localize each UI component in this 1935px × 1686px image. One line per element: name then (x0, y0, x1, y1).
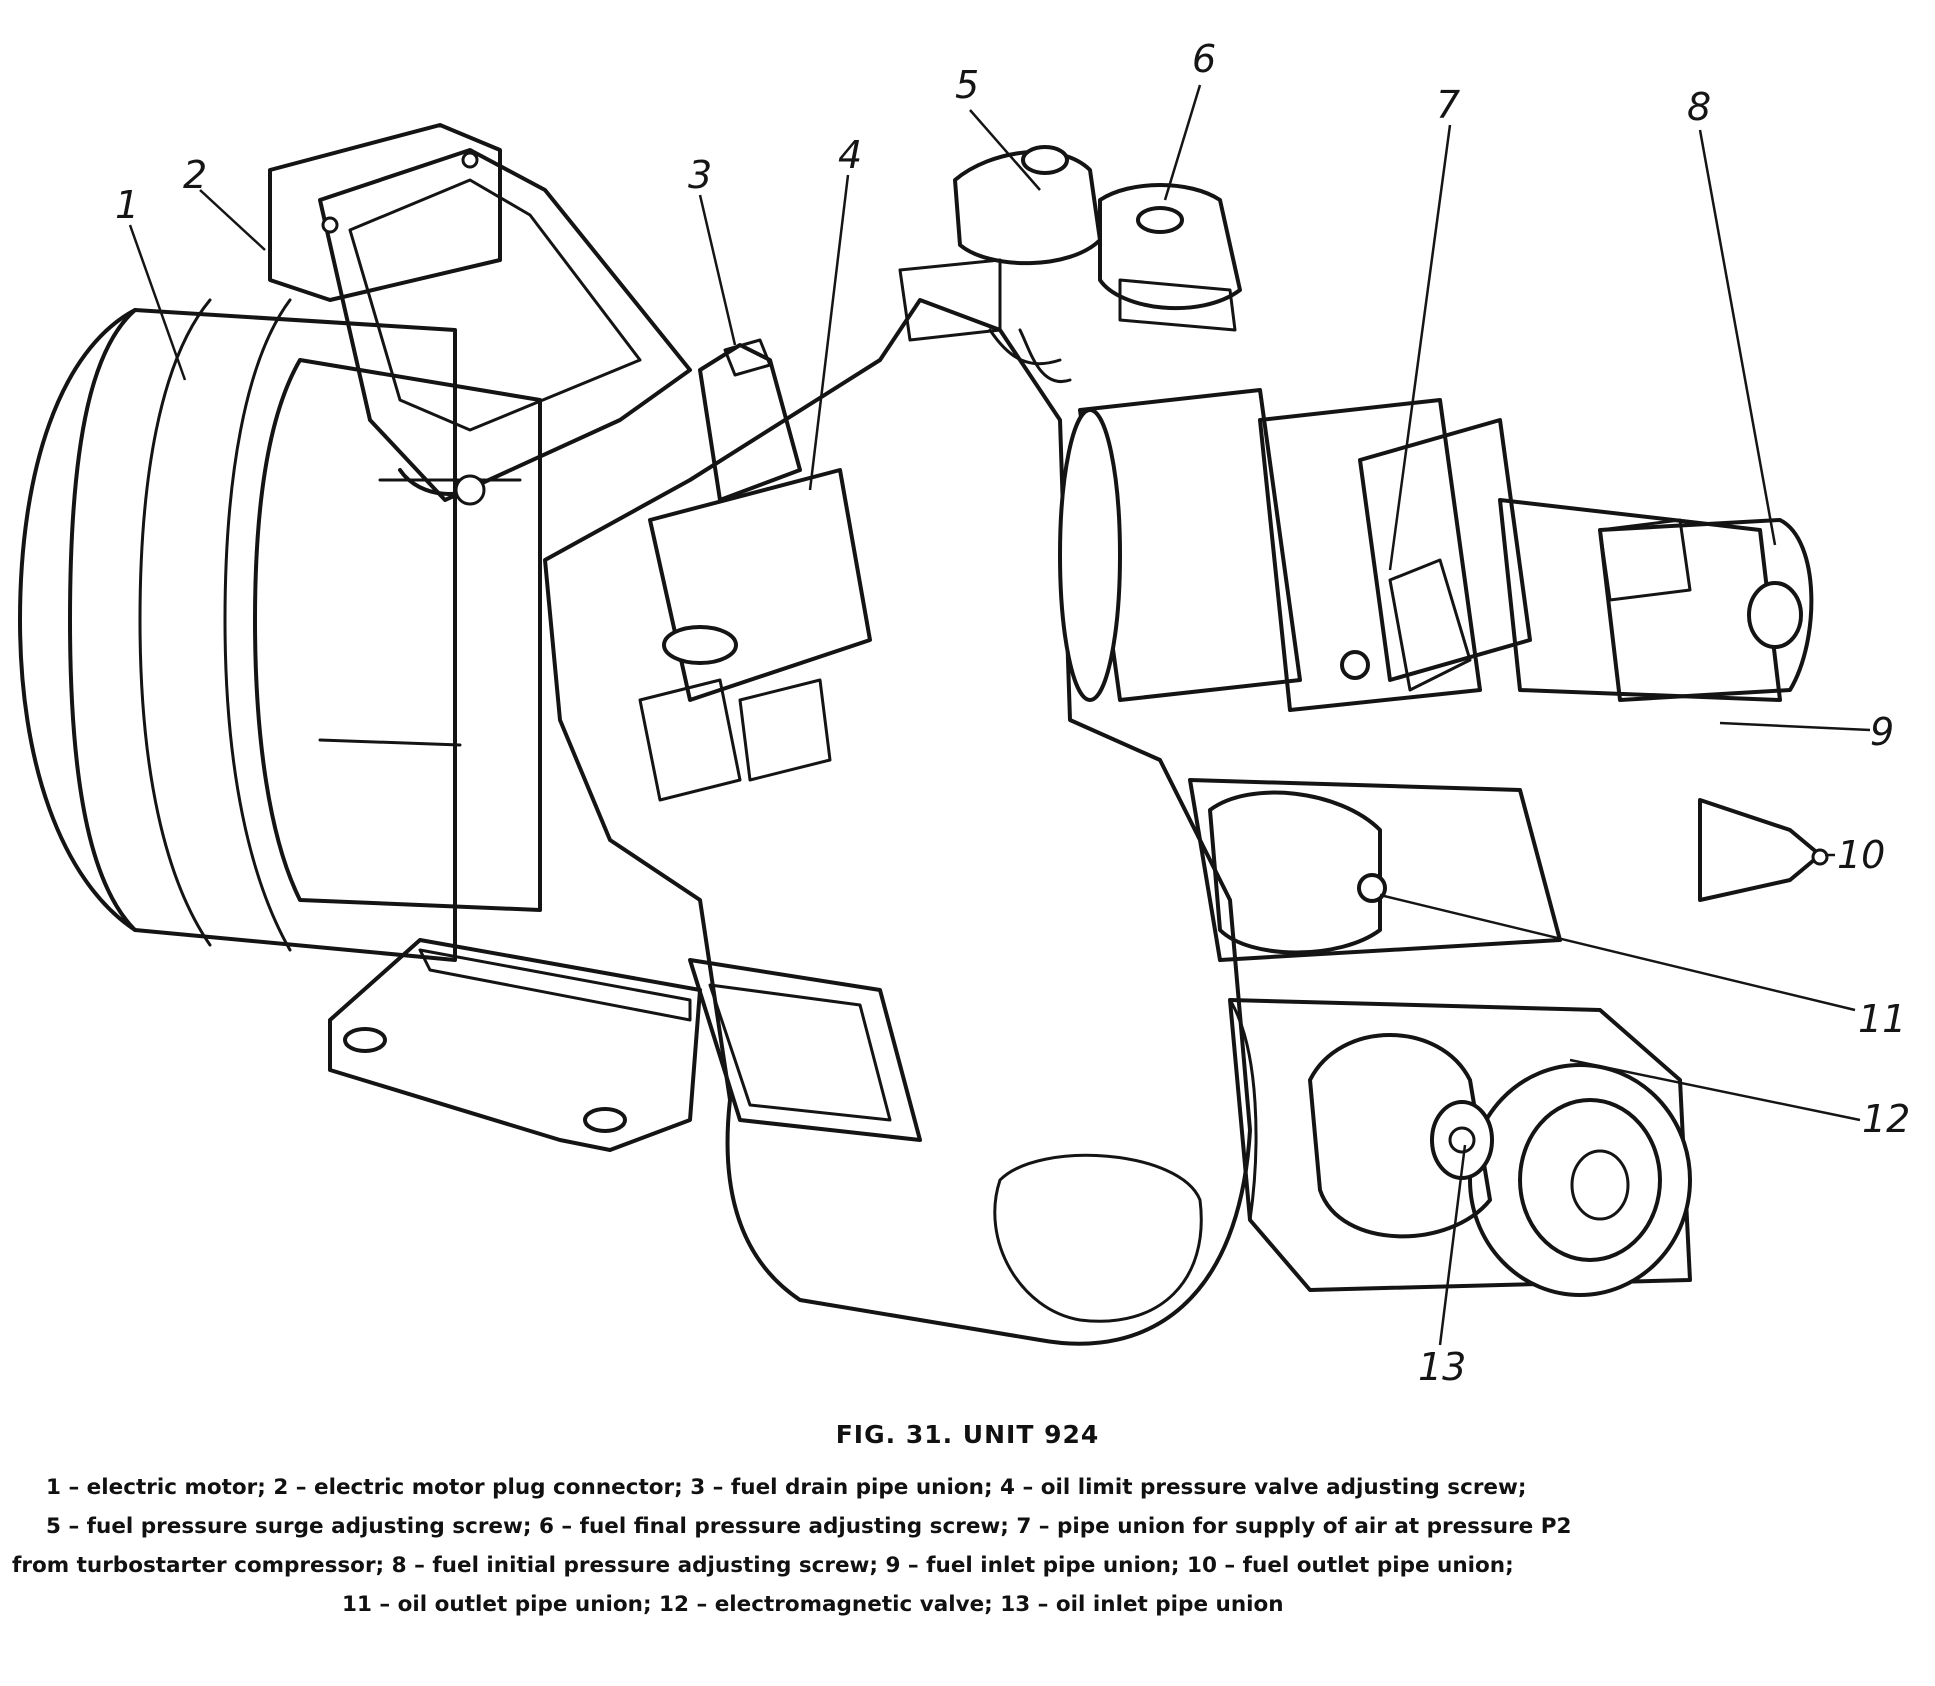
leader-7 (1388, 124, 1452, 571)
legend-line-1: 1 – electric motor; 2 – electric motor p… (46, 1475, 1527, 1500)
callout-5: 5 (955, 63, 979, 107)
callout-4: 4 (838, 133, 862, 177)
callout-1: 1 (115, 183, 139, 227)
lower-unions (1188, 778, 1829, 1297)
top-adjusting-screws (898, 145, 1242, 384)
callout-3: 3 (688, 153, 712, 197)
callout-13: 13 (1418, 1345, 1466, 1389)
callout-8: 8 (1687, 85, 1711, 129)
callout-6: 6 (1192, 37, 1216, 81)
leader-lines (128, 84, 1871, 1346)
leader-11 (1379, 893, 1856, 1012)
plug-connector (268, 123, 692, 506)
leader-12 (1569, 1058, 1861, 1122)
callout-numbers: 1 2 3 4 5 6 7 8 9 10 11 12 13 (115, 37, 1910, 1389)
legend-line-2: 5 – fuel pressure surge adjusting screw;… (46, 1514, 1572, 1539)
callout-7: 7 (1436, 83, 1460, 127)
leader-6 (1163, 84, 1202, 201)
mounting-foot (328, 938, 702, 1152)
legend-line-3: from turbostarter compressor; 8 – fuel i… (12, 1553, 1514, 1578)
legend-line-4: 11 – oil outlet pipe union; 12 – electro… (342, 1592, 1284, 1617)
leader-1 (128, 224, 187, 381)
leader-3 (698, 194, 737, 346)
figure-legend: 1 – electric motor; 2 – electric motor p… (12, 1468, 1912, 1624)
unit-body (543, 298, 1252, 1346)
leader-8 (1698, 129, 1777, 546)
leader-4 (808, 174, 850, 491)
callout-10: 10 (1837, 833, 1885, 877)
callout-11: 11 (1858, 997, 1906, 1041)
valve-cylinders (1058, 388, 1814, 712)
callout-9: 9 (1870, 710, 1894, 754)
leader-2 (199, 189, 266, 251)
callout-2: 2 (183, 153, 207, 197)
leader-13 (1438, 1144, 1467, 1346)
figure-title: FIG. 31. UNIT 924 (835, 1420, 1100, 1449)
callout-12: 12 (1862, 1097, 1910, 1141)
leader-9 (1719, 721, 1871, 732)
electric-motor (18, 298, 542, 962)
fuel-drain-union (638, 338, 872, 802)
unit-924-illustration: 1 2 3 4 5 6 7 8 9 10 11 12 13 (18, 37, 1910, 1389)
leader-5 (969, 109, 1041, 191)
